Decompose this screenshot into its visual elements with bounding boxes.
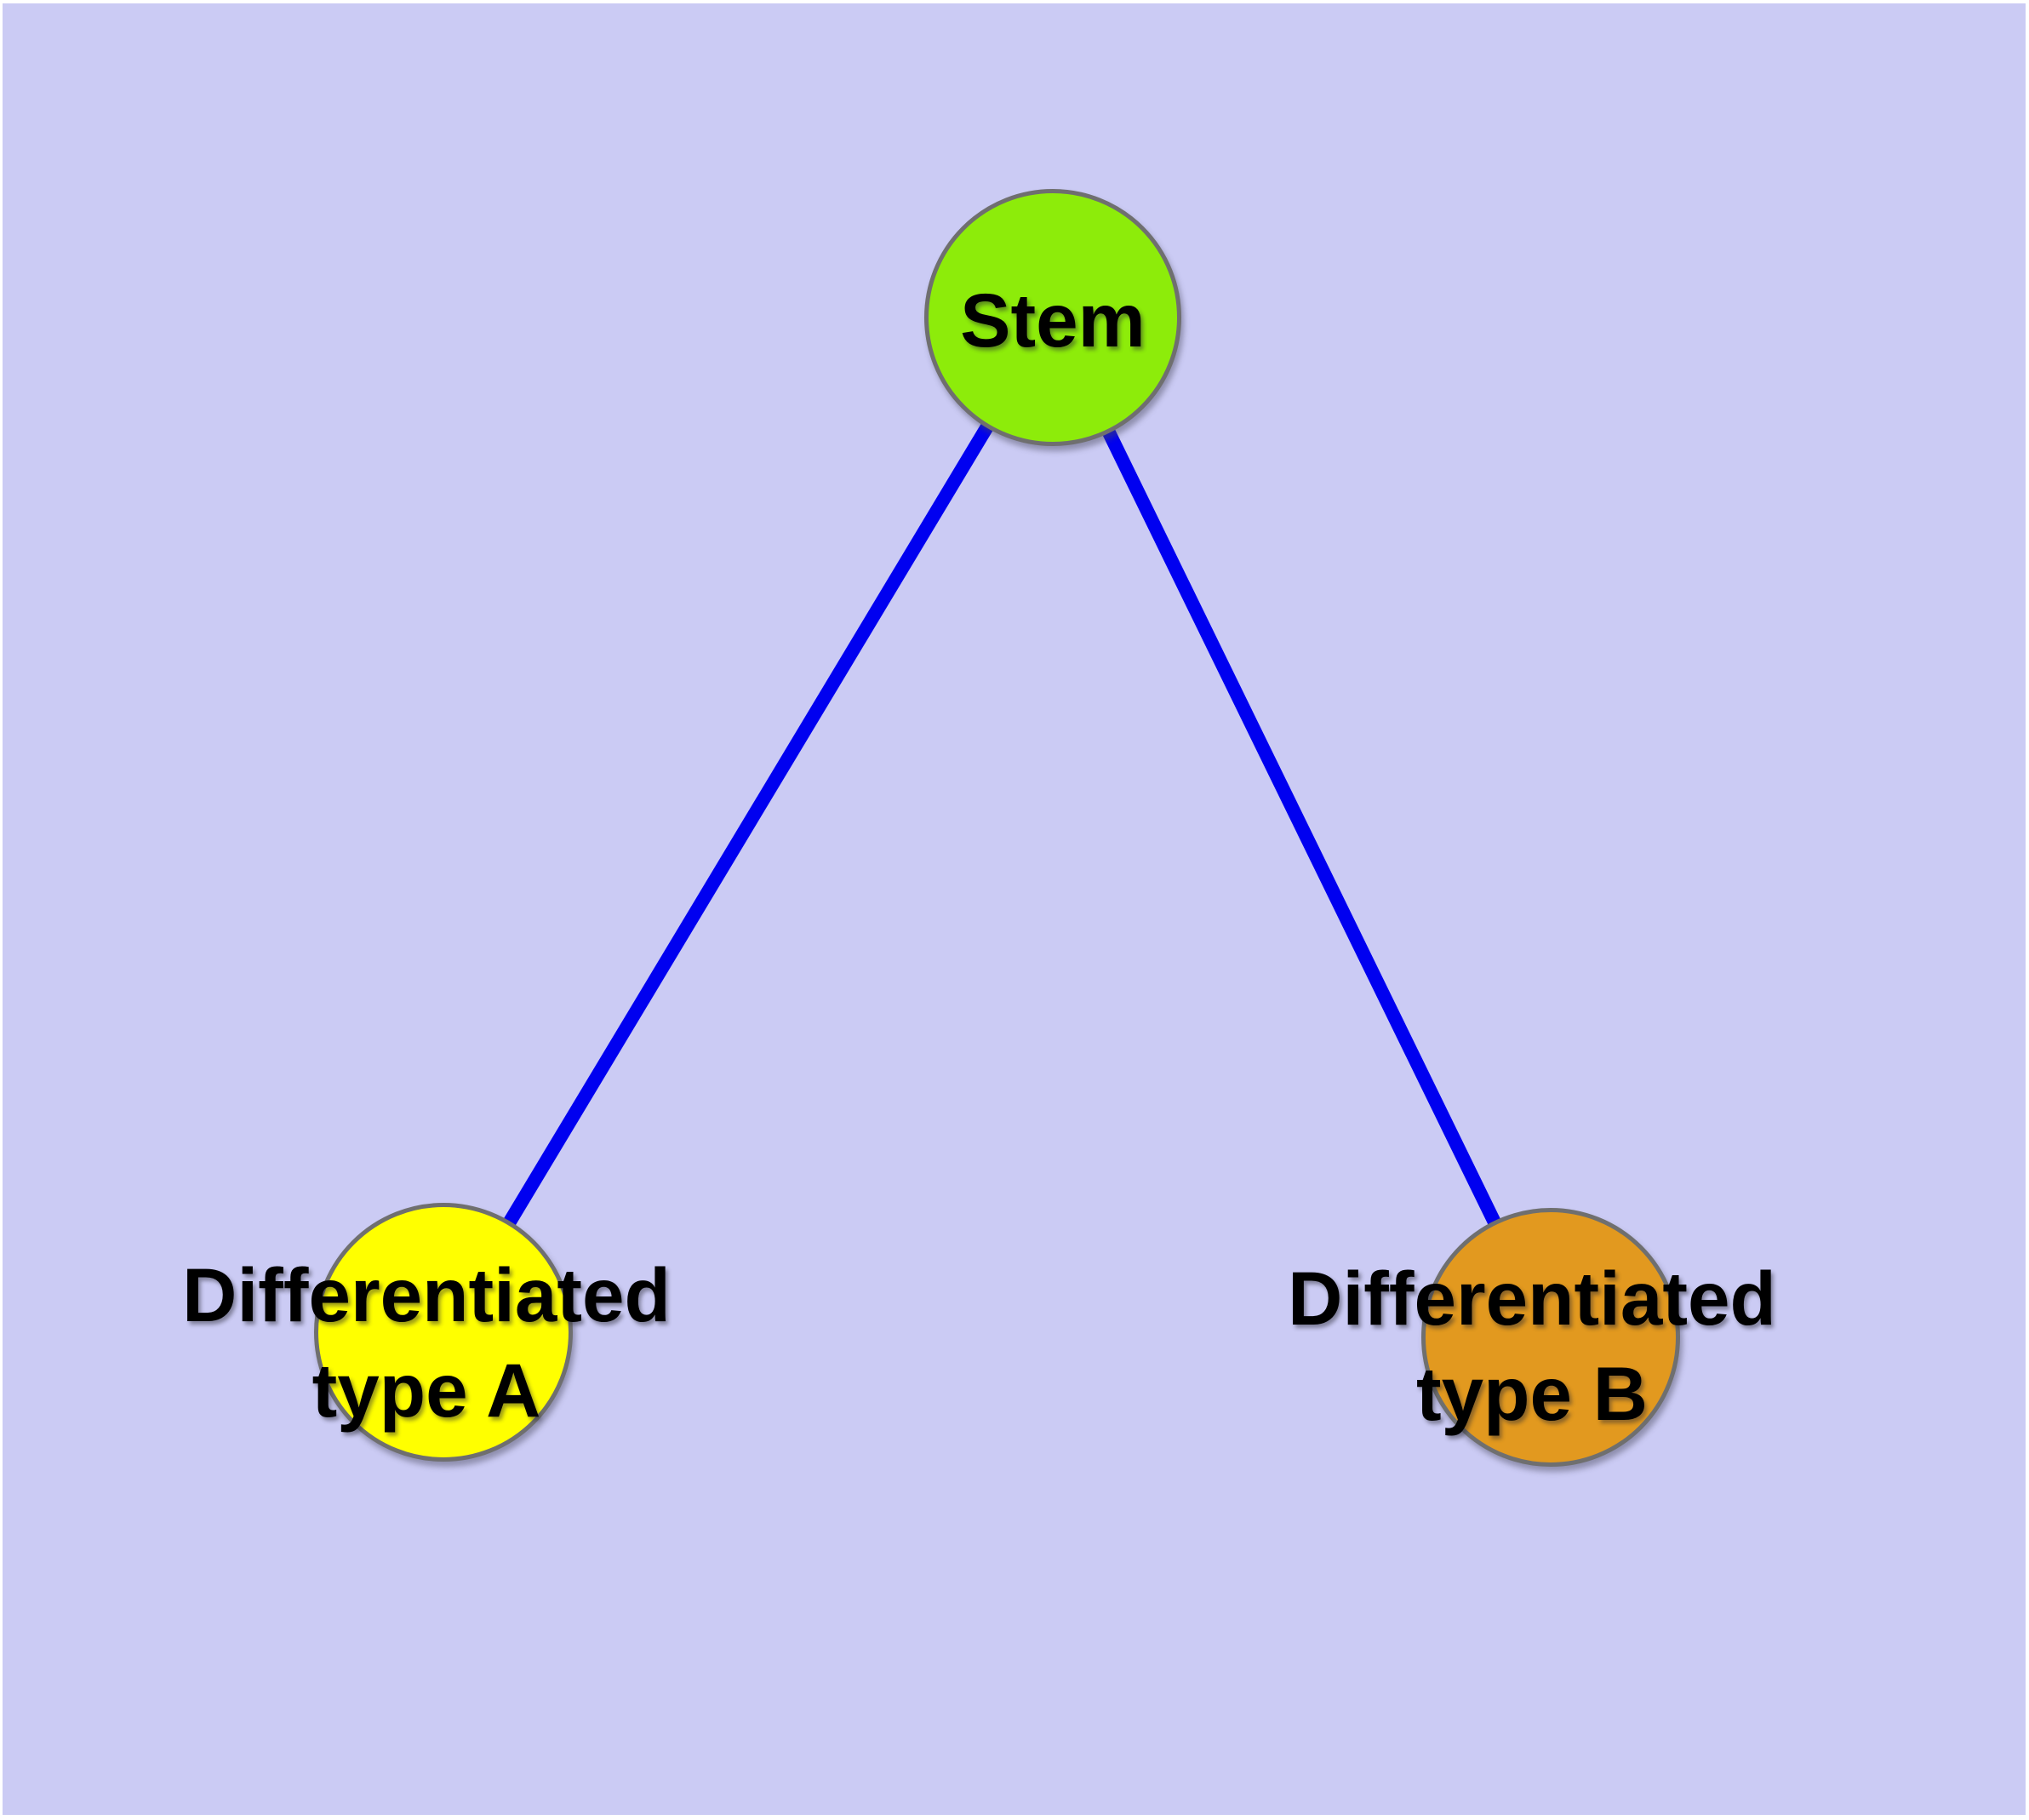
node-differentiated-type-a-label: Differentiated type A — [182, 1247, 671, 1438]
node-stem-label: Stem — [960, 272, 1146, 368]
node-differentiated-type-a — [314, 1203, 573, 1462]
edge-stem-to-differentiated-type-b — [1046, 314, 1557, 1341]
label-line: type B — [1415, 1351, 1648, 1436]
label-line: Differentiated — [1288, 1256, 1776, 1341]
label-line: type A — [311, 1348, 541, 1433]
edge-stem-to-differentiated-type-a — [437, 313, 1059, 1336]
node-stem — [924, 189, 1181, 446]
node-differentiated-type-b-label: Differentiated type B — [1288, 1251, 1776, 1441]
label-line: Stem — [960, 278, 1146, 363]
label-line: Differentiated — [182, 1252, 671, 1337]
node-differentiated-type-b — [1421, 1208, 1680, 1467]
